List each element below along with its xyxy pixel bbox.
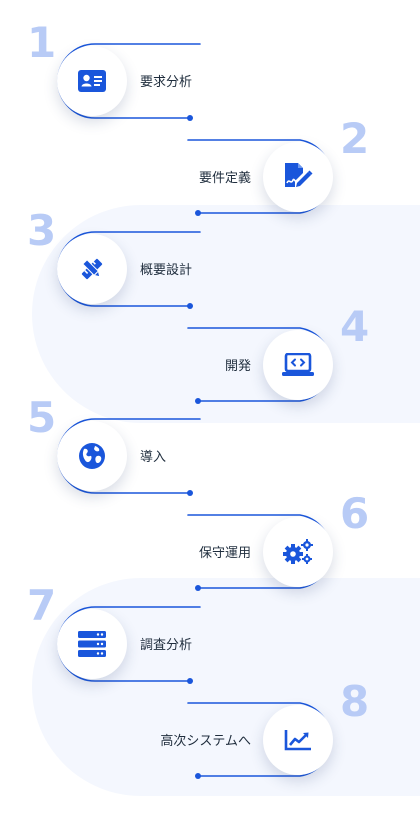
step-4-label: 開発 bbox=[224, 359, 251, 374]
step-7-number: 7 bbox=[27, 581, 57, 630]
step-3-label: 概要設計 bbox=[140, 263, 193, 278]
id-card-icon bbox=[78, 70, 106, 92]
step-8-badge bbox=[263, 705, 333, 775]
step-4-number: 4 bbox=[340, 302, 370, 351]
step-2-badge bbox=[263, 142, 333, 212]
step-6-label: 保守運用 bbox=[198, 546, 251, 561]
step-1-badge bbox=[57, 46, 127, 116]
step-5-badge bbox=[57, 421, 127, 491]
step-3-number: 3 bbox=[27, 206, 57, 255]
step-3-badge bbox=[57, 234, 127, 304]
pencil-ruler-icon bbox=[81, 258, 103, 280]
step-4-badge bbox=[263, 330, 333, 400]
step-2-number: 2 bbox=[340, 114, 370, 163]
laptop-code-icon bbox=[282, 353, 314, 376]
step-6-number: 6 bbox=[340, 489, 370, 538]
step-2-label: 要件定義 bbox=[198, 171, 251, 186]
step-8-label: 高次システムへ bbox=[160, 734, 251, 749]
step-1-number: 1 bbox=[27, 18, 57, 67]
chart-line-icon bbox=[284, 730, 311, 751]
step-1-label: 要求分析 bbox=[140, 75, 193, 90]
step-7-badge bbox=[57, 609, 127, 679]
step-5-number: 5 bbox=[27, 393, 57, 442]
step-5-label: 導入 bbox=[140, 450, 167, 465]
server-icon bbox=[78, 631, 106, 657]
step-6-badge bbox=[263, 517, 333, 587]
file-signature-icon bbox=[285, 163, 313, 187]
globe-icon bbox=[79, 443, 105, 469]
step-7-label: 調査分析 bbox=[140, 638, 193, 653]
gears-icon bbox=[283, 539, 313, 564]
step-8-number: 8 bbox=[340, 677, 370, 726]
